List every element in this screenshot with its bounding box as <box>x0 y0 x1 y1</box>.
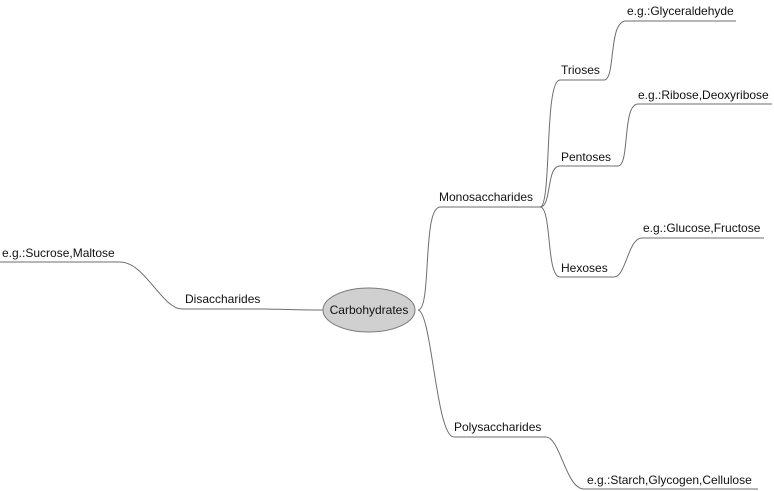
edge-root-disaccharides <box>263 308 327 311</box>
node-trioses-example[interactable]: e.g.:Glyceraldehyde <box>627 4 734 18</box>
edge-pentoses-example <box>617 103 639 167</box>
node-disaccharides[interactable]: Disaccharides <box>185 292 260 306</box>
edge-root-monosaccharides <box>417 206 441 311</box>
root-node-label: Carbohydrates <box>330 303 409 317</box>
node-hexoses[interactable]: Hexoses <box>561 261 608 275</box>
node-hexoses-example[interactable]: e.g.:Glucose,Fructose <box>643 221 761 235</box>
node-disaccharides-example[interactable]: e.g.:Sucrose,Maltose <box>2 246 115 260</box>
connectors <box>119 20 643 490</box>
node-pentoses-example[interactable]: e.g.:Ribose,Deoxyribose <box>638 88 769 102</box>
root-node[interactable]: Carbohydrates <box>322 287 416 333</box>
node-polysaccharides[interactable]: Polysaccharides <box>454 420 541 434</box>
edge-root-polysaccharides <box>417 309 455 438</box>
edge-mono-trioses <box>539 79 561 208</box>
edge-mono-hexoses <box>539 206 561 278</box>
root-node-ellipse[interactable] <box>322 287 416 333</box>
edge-mono-pentoses <box>539 165 561 208</box>
underlines <box>0 20 772 490</box>
node-monosaccharides[interactable]: Monosaccharides <box>439 190 533 204</box>
edge-hexoses-example <box>613 237 643 278</box>
edge-disaccharides-example <box>119 261 183 310</box>
edge-trioses-example <box>603 20 627 81</box>
node-trioses[interactable]: Trioses <box>561 63 600 77</box>
node-pentoses[interactable]: Pentoses <box>561 150 611 164</box>
edge-polysaccharides-example <box>545 436 585 490</box>
node-polysaccharides-example[interactable]: e.g.:Starch,Glycogen,Cellulose <box>587 473 752 487</box>
node-labels: Monosaccharides Polysaccharides Disaccha… <box>2 4 769 487</box>
